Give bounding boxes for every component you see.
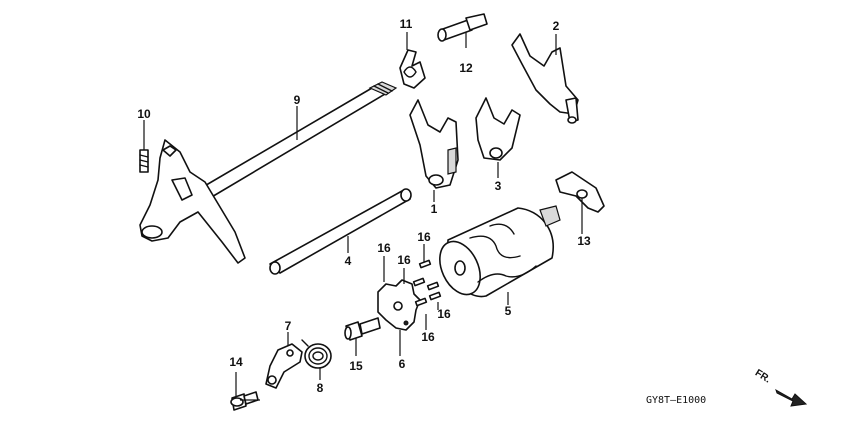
direction-label: FR. xyxy=(753,368,773,386)
callout-3: 3 xyxy=(495,179,502,193)
callout-16-e: 16 xyxy=(421,330,435,344)
callout-16-a: 16 xyxy=(377,241,391,255)
callout-16-b: 16 xyxy=(397,253,411,267)
callout-12: 12 xyxy=(459,61,473,75)
callout-10: 10 xyxy=(137,107,151,121)
callout-16-d: 16 xyxy=(437,307,451,321)
callout-7: 7 xyxy=(285,319,292,333)
part-8-spring xyxy=(301,339,332,369)
callout-2: 2 xyxy=(553,19,560,33)
callout-6: 6 xyxy=(399,357,406,371)
callout-1: 1 xyxy=(431,202,438,216)
part-4-shift-fork-shaft xyxy=(269,188,412,275)
callout-14: 14 xyxy=(229,355,243,369)
part-7-stopper-arm xyxy=(265,343,303,389)
callout-11: 11 xyxy=(400,17,413,31)
part-11-spring-clip xyxy=(399,49,426,89)
leader-lines xyxy=(143,32,583,401)
part-12-bolt xyxy=(437,13,488,42)
part-14-bolt xyxy=(230,391,259,411)
callout-9: 9 xyxy=(294,93,301,107)
part-6-drum-center xyxy=(377,279,421,331)
part-3-shift-fork xyxy=(475,97,521,161)
part-13-stopper-plate xyxy=(555,171,605,213)
part-16-pins xyxy=(412,259,442,307)
callout-16-c: 16 xyxy=(417,230,431,244)
callout-4: 4 xyxy=(345,254,352,268)
part-1-shift-fork xyxy=(409,99,459,189)
callout-15: 15 xyxy=(349,359,363,373)
part-10-spring xyxy=(139,149,149,173)
diagram-code: GY8T–E1000 xyxy=(646,395,706,406)
part-9-gearshift-spindle xyxy=(139,81,398,264)
front-direction-arrow-icon: FR. xyxy=(753,368,808,407)
callout-5: 5 xyxy=(505,304,512,318)
callout-13: 13 xyxy=(577,234,591,248)
callout-8: 8 xyxy=(317,381,324,395)
part-2-shift-fork xyxy=(511,33,579,124)
part-5-shift-drum xyxy=(439,205,561,298)
part-15-bolt xyxy=(344,317,381,341)
